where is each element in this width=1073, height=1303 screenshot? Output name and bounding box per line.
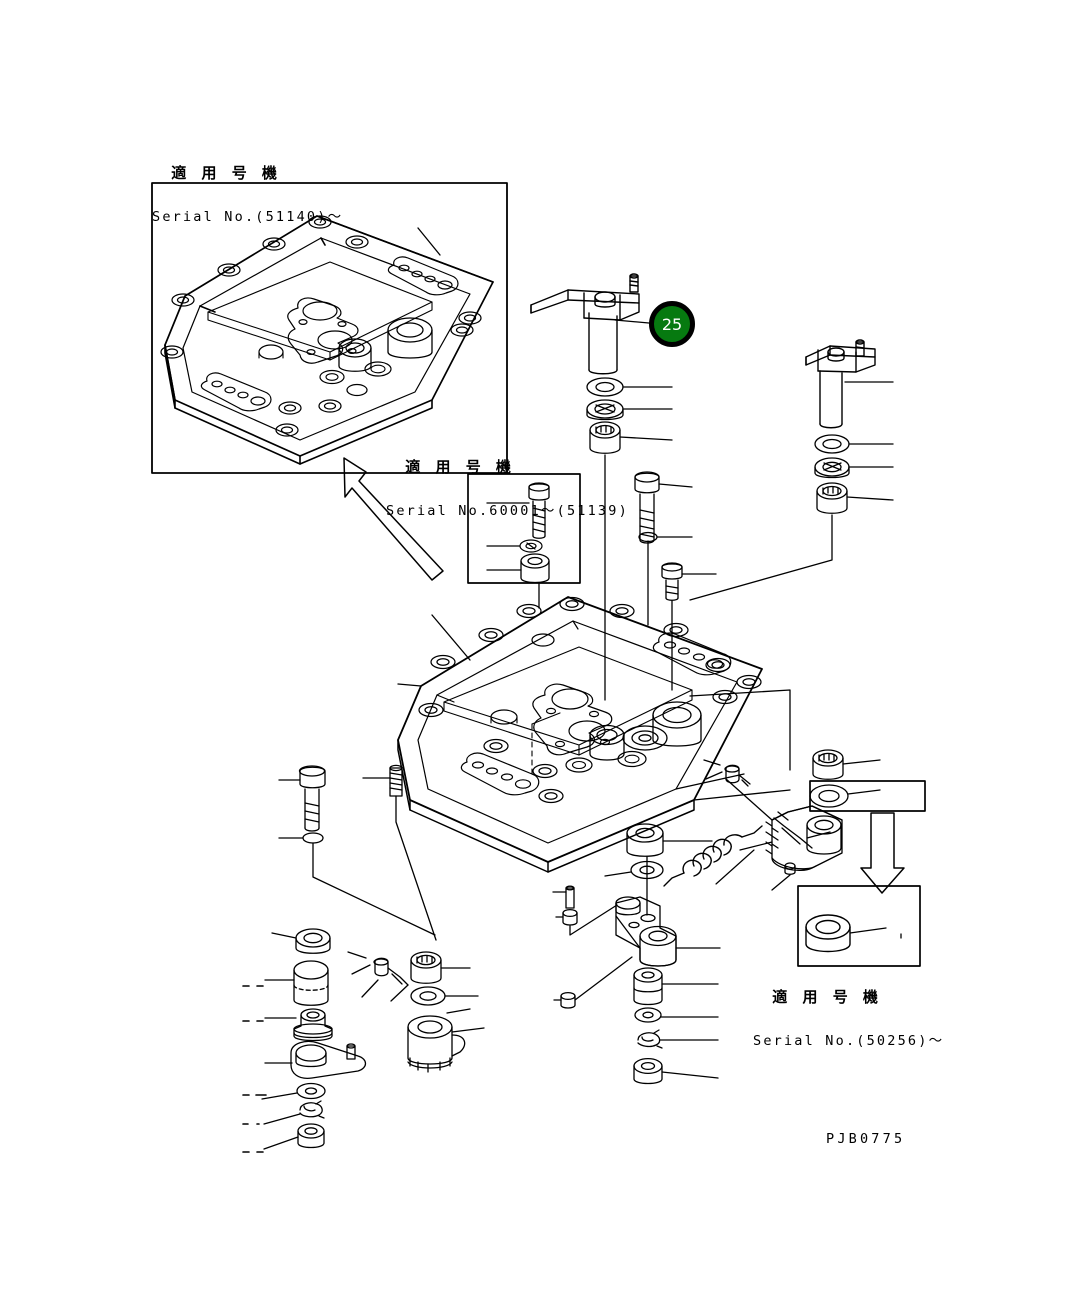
serial-note-jp: 適 用 号 機 [171, 164, 282, 182]
castle-nut [816, 482, 848, 514]
lock-washer [814, 457, 850, 479]
washer [586, 377, 624, 397]
leader-dash-stubs [242, 985, 267, 1153]
substitution-arrow-upper [343, 457, 444, 581]
serial-note-mid: 適 用 号 機 Serial No.60001〜(51139) [386, 437, 629, 538]
callout-badge-label: 25 [661, 314, 683, 334]
bolt-column-centre [634, 471, 717, 691]
castle-nut-right [812, 749, 881, 780]
lever-assembly-left [530, 273, 673, 701]
serial-note-jp: 適 用 号 機 [405, 458, 516, 476]
callout-badge-25[interactable]: 25 [649, 301, 695, 347]
castle-nut [589, 421, 621, 454]
cover-plate-main-drawing [397, 596, 763, 873]
pivot-bracket-right [725, 778, 843, 891]
part-stack-lower-left [261, 928, 367, 1150]
substitution-arrow-lower [860, 812, 905, 894]
serial-note-number: Serial No.60001〜(51139) [386, 503, 629, 519]
washer [814, 434, 850, 454]
grease-fitting-right [703, 759, 751, 787]
serial-note-bottom-right: 適 用 号 機 Serial No.(50256)〜 [753, 967, 944, 1068]
grease-fitting-cluster [347, 951, 485, 1073]
serial-note-number: Serial No.(51140)〜 [152, 209, 344, 225]
bolt-lower-left [278, 765, 436, 936]
detail-box-bushing-new [797, 885, 921, 967]
detail-box-cover-plate [151, 182, 508, 474]
lever-assembly-right [689, 339, 894, 601]
castle-nut [410, 951, 442, 984]
serial-note-top-left: 適 用 号 機 Serial No.(51140)〜 [152, 143, 343, 244]
lock-washer [586, 399, 624, 421]
inset-bolt [528, 482, 550, 539]
stud-lower-left [362, 764, 437, 941]
cover-plate-inset-drawing [160, 215, 494, 465]
serial-note-jp: 適 用 号 機 [772, 988, 883, 1006]
inset-spacer [520, 553, 550, 584]
serial-note-number: Serial No.(50256)〜 [753, 1033, 945, 1049]
drawing-number: PJB0775 [826, 1131, 906, 1147]
detail-box-bushing-old [809, 780, 926, 812]
detail-box-bolt-set [467, 473, 581, 609]
bracket-assembly-centre [552, 823, 721, 1085]
coil-spring [663, 825, 763, 887]
inset-lock-washer [519, 539, 543, 553]
